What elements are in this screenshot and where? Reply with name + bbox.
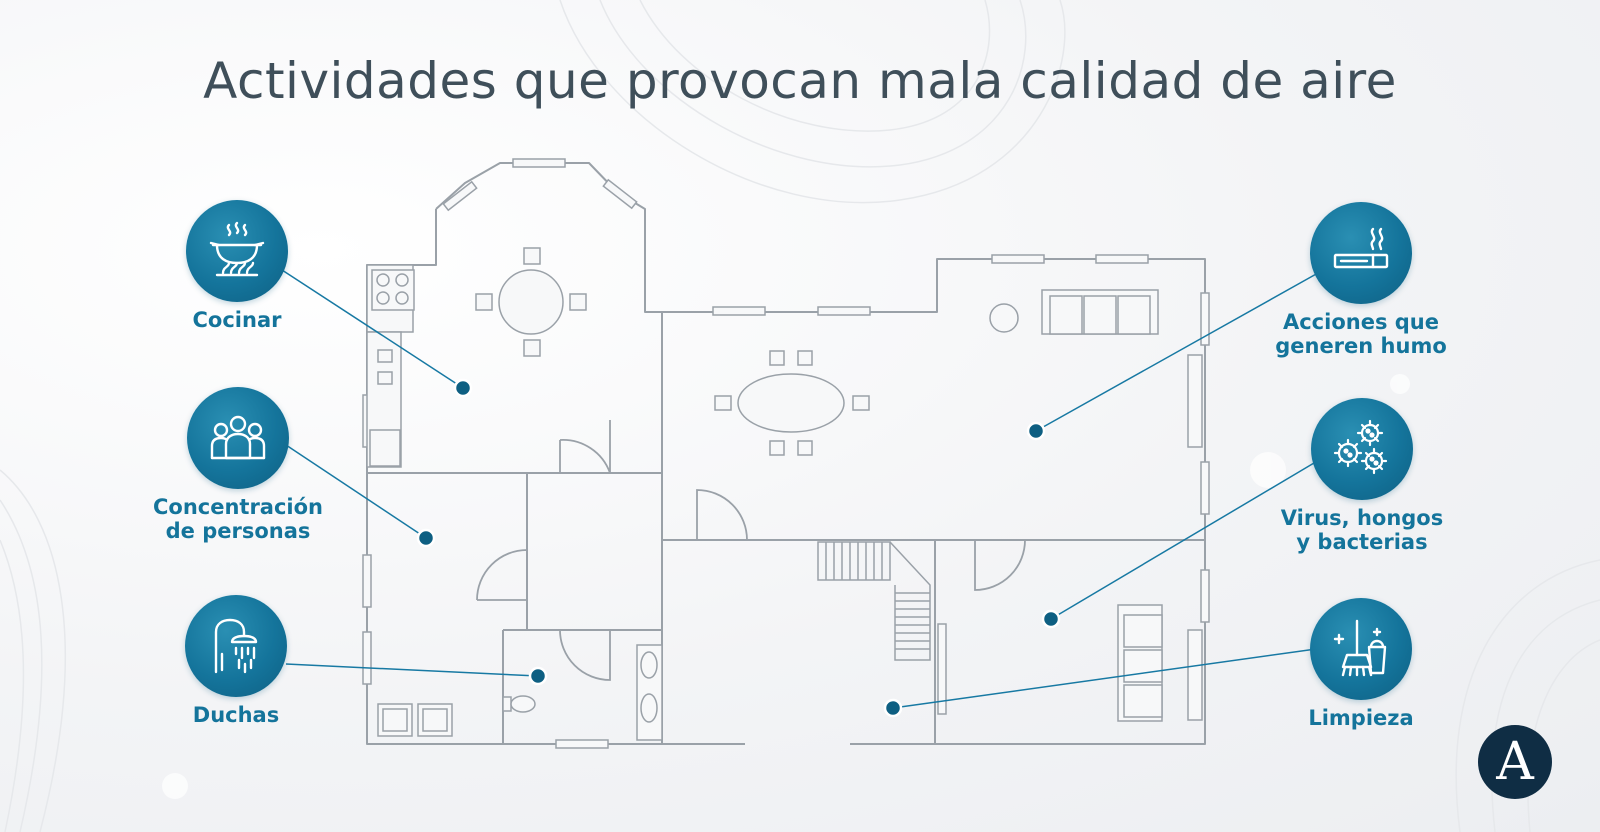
people-group-icon (187, 387, 289, 489)
brand-logo-icon: A (1478, 725, 1552, 799)
activity-cocinar: Cocinar (147, 200, 327, 332)
shower-icon (185, 595, 287, 697)
cooking-pot-icon (186, 200, 288, 302)
activity-humo: Acciones que generen humo (1271, 202, 1451, 358)
brand-logo-text: A (1496, 732, 1534, 792)
cigarette-smoke-icon (1310, 202, 1412, 304)
activity-limpieza: Limpieza (1271, 598, 1451, 730)
activity-duchas: Duchas (146, 595, 326, 727)
activity-label-humo: Acciones que generen humo (1275, 310, 1447, 358)
page-title: Actividades que provocan mala calidad de… (203, 52, 1397, 110)
activity-label-limpieza: Limpieza (1308, 706, 1414, 730)
activity-virus: Virus, hongos y bacterias (1272, 398, 1452, 554)
activity-personas: Concentración de personas (148, 387, 328, 543)
cleaning-tools-icon (1310, 598, 1412, 700)
activity-label-personas: Concentración de personas (152, 495, 324, 543)
activity-label-cocinar: Cocinar (192, 308, 282, 332)
activity-label-duchas: Duchas (192, 703, 280, 727)
germs-icon (1311, 398, 1413, 500)
activity-label-virus: Virus, hongos y bacterias (1280, 506, 1444, 554)
